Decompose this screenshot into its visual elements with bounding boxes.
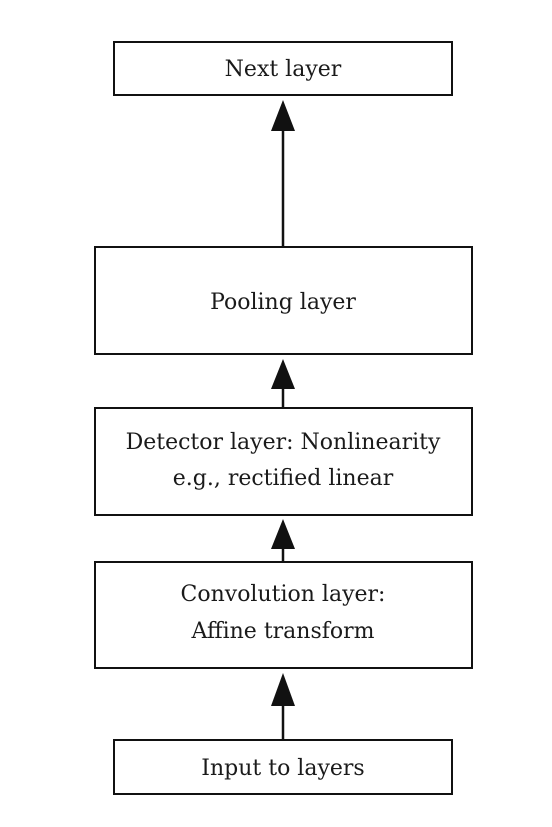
pooling-layer-label: Pooling layer — [210, 290, 356, 315]
arrowhead-icon — [271, 359, 295, 389]
next-layer-node: Next layer — [113, 41, 453, 96]
convolution-layer-node: Convolution layer: Affine transform — [94, 561, 473, 669]
detector-layer-label-line1: Detector layer: Nonlinearity — [126, 430, 441, 455]
detector-layer-box — [94, 407, 473, 516]
convolution-layer-label-line1: Convolution layer: — [181, 582, 386, 607]
next-layer-label: Next layer — [225, 57, 342, 82]
arrow-convolution-to-detector — [271, 519, 295, 562]
pooling-layer-node: Pooling layer — [94, 246, 473, 355]
arrow-input-to-convolution — [271, 673, 295, 740]
convolution-layer-box — [94, 561, 473, 669]
arrow-detector-to-pooling — [271, 359, 295, 408]
pooling-layer-box — [94, 246, 473, 355]
input-layer-node: Input to layers — [113, 739, 453, 795]
next-layer-box — [113, 41, 453, 96]
arrowhead-icon — [271, 673, 295, 706]
detector-layer-node: Detector layer: Nonlinearity e.g., recti… — [94, 407, 473, 516]
arrowhead-icon — [271, 100, 295, 131]
arrow-pooling-to-next — [271, 100, 295, 247]
input-layer-box — [113, 739, 453, 795]
convolution-layer-label-line2: Affine transform — [190, 619, 374, 644]
input-layer-label: Input to layers — [201, 756, 364, 781]
arrowhead-icon — [271, 519, 295, 549]
detector-layer-label-line2: e.g., rectified linear — [173, 466, 394, 491]
